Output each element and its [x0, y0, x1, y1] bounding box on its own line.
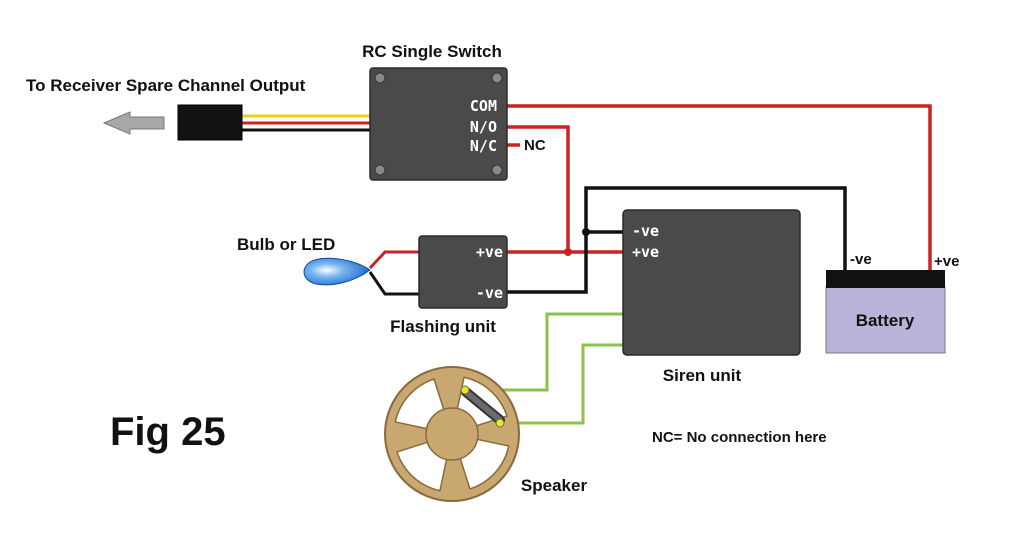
screw-hole	[374, 72, 386, 84]
nc-note: NC= No connection here	[652, 429, 827, 446]
arrow-left-icon	[102, 111, 165, 135]
rc-switch: COM N/O N/C	[369, 67, 508, 181]
junction-negative	[582, 228, 590, 236]
speaker-label: Speaker	[521, 476, 588, 495]
speaker-terminal	[495, 418, 505, 428]
nc-tag: NC	[524, 137, 546, 154]
siren-unit: -ve +ve	[622, 209, 801, 356]
siren-label: Siren unit	[663, 366, 742, 385]
receiver-plug	[177, 104, 243, 141]
bulb-icon	[303, 257, 371, 286]
switch-nc-label: N/C	[470, 137, 497, 155]
flasher-label: Flashing unit	[390, 317, 496, 336]
wire-bulb-neg	[368, 271, 420, 296]
flasher-neg-label: -ve	[476, 284, 503, 302]
receiver-label: To Receiver Spare Channel Output	[26, 76, 306, 95]
battery-label: Battery	[856, 311, 915, 330]
screw-hole	[374, 164, 386, 176]
switch-title: RC Single Switch	[362, 42, 502, 61]
servo-lead	[240, 114, 370, 132]
speaker-icon	[384, 366, 520, 502]
battery: Battery	[825, 270, 946, 354]
flashing-unit: +ve -ve	[418, 235, 508, 309]
bulb-label: Bulb or LED	[237, 235, 335, 254]
wire-bulb-pos	[368, 250, 420, 270]
screw-hole	[491, 72, 503, 84]
switch-no-label: N/O	[470, 118, 497, 136]
wire-com-to-battery	[505, 104, 932, 270]
wire-speaker-2	[500, 343, 624, 425]
flasher-pos-label: +ve	[476, 243, 503, 261]
junction-positive	[564, 248, 572, 256]
switch-com-label: COM	[470, 97, 497, 115]
battery-pos-label: +ve	[934, 253, 959, 270]
wire-battery-negative	[505, 186, 847, 294]
speaker-terminal	[460, 385, 470, 395]
siren-neg-label: -ve	[632, 222, 659, 240]
wire-no-to-loads	[505, 125, 570, 252]
battery-neg-label: -ve	[850, 251, 872, 268]
wire-speaker-1	[465, 312, 624, 392]
screw-hole	[491, 164, 503, 176]
siren-pos-label: +ve	[632, 243, 659, 261]
figure-label: Fig 25	[110, 410, 226, 454]
